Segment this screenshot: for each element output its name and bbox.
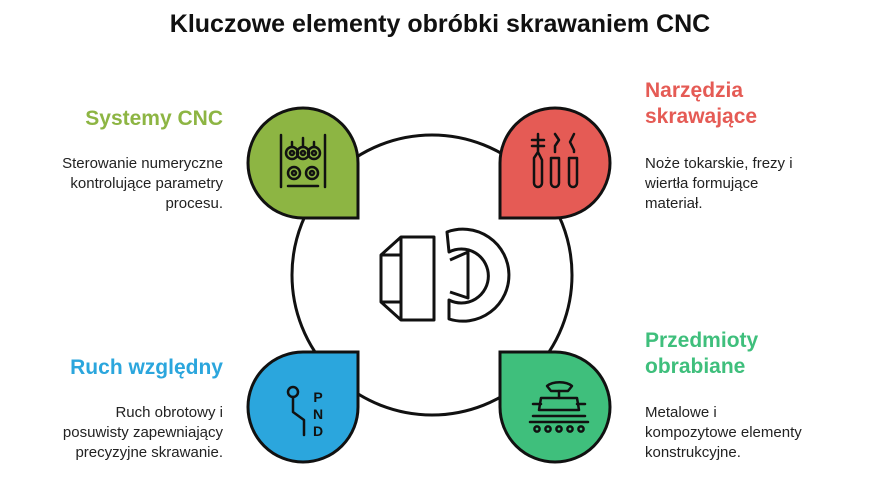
- gear-letter-d: D: [313, 423, 323, 439]
- cnc-systems-desc-line: kontrolujące parametry: [70, 175, 223, 192]
- gear-letter-p: P: [313, 389, 322, 405]
- workpieces-desc-line: Metalowe i: [645, 404, 717, 421]
- relative-motion-heading: Ruch względny: [30, 355, 223, 381]
- relative-motion-heading-text: Ruch względny: [70, 356, 223, 379]
- wrench-icon: [379, 227, 511, 323]
- workpieces-badge: [498, 350, 612, 464]
- cutting-tools-heading: Narzędzia skrawające: [645, 78, 865, 130]
- gear-letter-n: N: [313, 406, 323, 422]
- cutting-tools-desc-line: Noże tokarskie, frezy i: [645, 155, 793, 172]
- cnc-control-icon: [279, 133, 327, 189]
- cnc-systems-desc-line: procesu.: [165, 195, 223, 212]
- relative-motion-description: Ruch obrotowy i posuwisty zapewniający p…: [20, 403, 223, 463]
- cnc-systems-heading: Systemy CNC: [40, 106, 223, 132]
- cutting-tools-petal: [498, 106, 612, 220]
- cnc-systems-heading-text: Systemy CNC: [85, 107, 223, 130]
- workpieces-description: Metalowe i kompozytowe elementy konstruk…: [645, 403, 865, 463]
- workpieces-heading: Przedmioty obrabiane: [645, 328, 865, 380]
- cnc-systems-description: Sterowanie numeryczne kontrolujące param…: [20, 154, 223, 214]
- workpieces-desc-line: kompozytowe elementy: [645, 424, 802, 441]
- relative-motion-desc-line: precyzyjne skrawanie.: [75, 444, 223, 461]
- workpieces-heading-line: obrabiane: [645, 355, 746, 378]
- cutting-tools-icon: [530, 132, 579, 189]
- cnc-systems-petal: [246, 106, 360, 220]
- relative-motion-desc-line: Ruch obrotowy i: [115, 404, 223, 421]
- workpiece-icon: [528, 381, 590, 433]
- workpieces-desc-line: konstrukcyjne.: [645, 444, 741, 461]
- workpieces-heading-line: Przedmioty: [645, 329, 759, 352]
- cutting-tools-description: Noże tokarskie, frezy i wiertła formując…: [645, 154, 865, 214]
- relative-motion-badge: P N D: [246, 350, 360, 464]
- cutting-tools-badge: [498, 106, 612, 220]
- cutting-tools-desc-line: wiertła formujące: [645, 175, 759, 192]
- cutting-tools-heading-line: skrawające: [645, 105, 758, 128]
- cutting-tools-desc-line: materiał.: [645, 195, 703, 212]
- cnc-systems-desc-line: Sterowanie numeryczne: [62, 155, 223, 172]
- cutting-tools-heading-line: Narzędzia: [645, 79, 744, 102]
- cnc-systems-badge: [246, 106, 360, 220]
- page-title: Kluczowe elementy obróbki skrawaniem CNC: [169, 10, 711, 38]
- workpieces-petal: [498, 350, 612, 464]
- relative-motion-petal: [246, 350, 360, 464]
- relative-motion-desc-line: posuwisty zapewniający: [62, 424, 223, 441]
- gear-shift-icon: [286, 385, 306, 437]
